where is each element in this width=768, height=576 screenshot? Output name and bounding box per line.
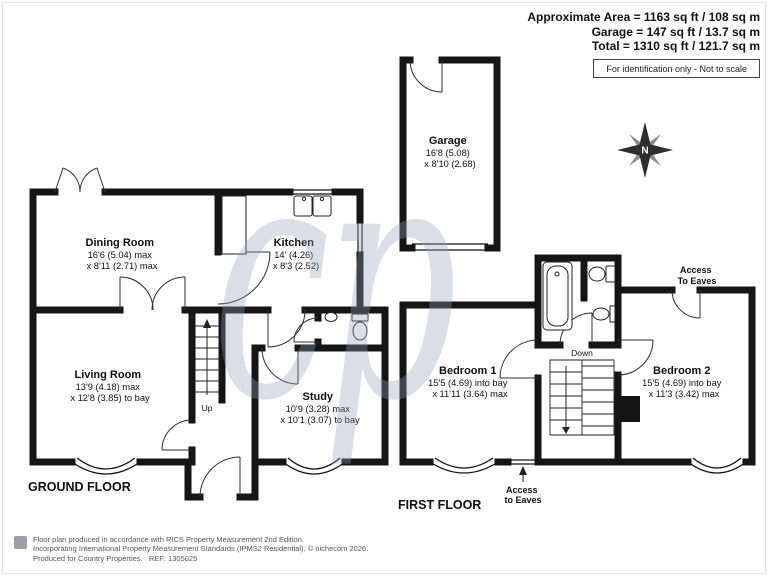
dining-room-label: Dining Room 16'6 (5.04) max x 8'11 (2.71…: [86, 233, 159, 271]
living-bay-window: [71, 457, 141, 475]
footer-line-3: Produced for Country Properties. REF: 13…: [33, 553, 198, 563]
down-arrowhead: [562, 427, 570, 434]
ground-outer-walls: [29, 188, 389, 501]
eaves-hatch-line: [508, 459, 538, 465]
room-labels: Dining Room 16'6 (5.04) max x 8'11 (2.71…: [70, 131, 726, 425]
kitchen-label: Kitchen 14' (4.26) x 8'3 (2.52): [273, 233, 319, 271]
wc-door: [293, 317, 319, 343]
bedroom1-bay-window: [429, 457, 499, 474]
front-door: [199, 456, 241, 498]
garage-area-text: Garage = 147 sq ft / 13.7 sq m: [591, 24, 760, 39]
wc-basin-icon: [324, 312, 338, 322]
compass-rose: N: [617, 122, 673, 178]
first-stairs: [549, 359, 615, 436]
kitchen-top-window: [288, 189, 337, 195]
study-label: Study 10'9 (3.28) max x 10'1 (3.07) to b…: [280, 387, 360, 425]
ground-floor-doors: [54, 167, 319, 498]
up-arrowhead: [203, 319, 211, 328]
kitchen-side-window: [357, 218, 363, 257]
dining-french-doors: [54, 167, 106, 193]
garage-walls: [399, 56, 501, 252]
garage-pedestrian-door: [409, 59, 443, 93]
access-eaves-top-label: Access To Eaves: [678, 265, 717, 286]
first-floor-label: FIRST FLOOR: [398, 498, 481, 512]
bedroom2-label: Bedroom 2 15'5 (4.69) into bay x 11'3 (3…: [642, 361, 726, 399]
kitchen-counter: [221, 195, 247, 255]
disclaimer-box: For identification only - Not to scale: [593, 58, 760, 78]
living-room-door: [161, 419, 193, 451]
footer-line-1: Floor plan produced in accordance with R…: [33, 534, 304, 544]
first-outer-walls: [399, 254, 756, 466]
living-room-label: Living Room 13'9 (4.18) max x 12'8 (3.85…: [70, 365, 150, 403]
first-stair-outline: [549, 359, 615, 436]
bathroom-fixtures: [542, 261, 616, 331]
compass-main-star: [617, 122, 673, 178]
toilet-icon: [588, 265, 616, 283]
ground-floor-label: GROUND FLOOR: [28, 480, 131, 494]
study-bay-window: [282, 457, 346, 475]
access-eaves-bottom-arrow: [519, 466, 527, 482]
bay-windows: [71, 457, 747, 475]
living-dining-double-doors: [119, 276, 186, 311]
misc-labels: GROUND FLOOR FIRST FLOOR Up Down Access …: [28, 265, 716, 512]
dining-kitchen-door: [217, 251, 271, 305]
basin-icon: [592, 305, 616, 323]
ground-inner-walls: [29, 188, 389, 466]
approximate-area-text: Approximate Area = 1163 sq ft / 108 sq m: [527, 10, 760, 24]
wc-toilet-icon: [351, 313, 369, 341]
ground-fixtures: [221, 195, 369, 341]
bedroom1-label: Bedroom 1 15'5 (4.69) into bay x 11'11 (…: [428, 361, 512, 399]
access-eaves-bottom-label: Access to Eaves: [504, 485, 541, 505]
bedroom2-bay-window: [687, 457, 747, 474]
kitchen-sink-icon: [293, 195, 332, 217]
footer-line-2: Incorporating International Property Mea…: [33, 544, 369, 553]
bedroom2-door: [617, 339, 654, 376]
ground-stairs: [194, 319, 220, 395]
area-summary: Approximate Area = 1163 sq ft / 108 sq m…: [527, 10, 760, 78]
up-label: Up: [202, 403, 213, 413]
chimney-breast: [614, 396, 640, 422]
kitchen-hall-door: [267, 309, 306, 348]
garage-outer-walls: [399, 56, 501, 252]
north-label: N: [641, 146, 648, 157]
footer: Floor plan produced in accordance with R…: [14, 535, 368, 564]
eaves-access-door: [671, 289, 701, 319]
total-area-text: Total = 1310 sq ft / 121.7 sq m: [591, 39, 760, 53]
first-floor-doors: [499, 289, 701, 379]
down-label: Down: [571, 348, 593, 358]
garage-door-line: [412, 243, 488, 251]
study-door: [261, 347, 299, 385]
bedroom1-door: [499, 339, 539, 379]
garage-label: Garage 16'8 (5.08) x 8'10 (2.68): [424, 131, 475, 169]
bathtub-icon: [542, 261, 573, 331]
ground-floor-walls: [29, 188, 389, 501]
first-inner-walls: [534, 254, 622, 466]
first-floor-walls: [399, 254, 756, 466]
footer-logo-icon: [14, 535, 27, 549]
